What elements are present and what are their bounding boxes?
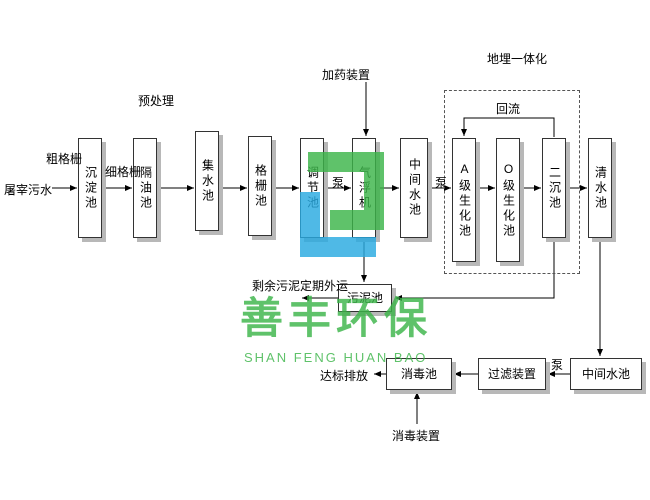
tank-oil-separation: 隔油池 — [133, 138, 157, 238]
label-pump-2: 泵 — [435, 176, 448, 190]
tank-o-biochemical: O级生化池 — [496, 138, 520, 262]
tank-intermediate-2: 中间水池 — [570, 358, 642, 390]
label-disinfection-device: 消毒装置 — [392, 429, 441, 443]
arrow-reflux — [461, 117, 555, 137]
tank-disinfection: 消毒池 — [386, 358, 452, 390]
label-fine-screen: 细格栅 — [105, 165, 142, 179]
label-excess-sludge: 剩余污泥定期外运 — [252, 279, 349, 293]
tank-sedimentation: 沉淀池 — [78, 138, 102, 238]
tank-sludge: 污泥池 — [338, 284, 392, 312]
tank-a-biochemical: A级生化池 — [452, 138, 476, 262]
arrow-secondary-to-sludge — [395, 238, 555, 301]
label-discharge: 达标排放 — [320, 369, 369, 383]
tank-filter-device: 过滤装置 — [478, 358, 546, 390]
tank-collecting: 集水池 — [195, 131, 219, 231]
label-pretreatment: 预处理 — [138, 94, 175, 108]
buried-integration-boundary — [444, 90, 580, 274]
tank-regulating: 调节池 — [300, 138, 324, 238]
tank-secondary-sed: 二沉池 — [542, 138, 566, 238]
label-dosing-device: 加药装置 — [322, 68, 371, 82]
tank-clean-water: 清水池 — [588, 138, 612, 238]
label-pump-3: 泵 — [551, 358, 564, 372]
label-pump-1: 泵 — [332, 176, 345, 190]
label-reflux: 回流 — [496, 102, 521, 116]
tank-screen: 格栅池 — [248, 136, 272, 236]
label-coarse-screen: 粗格栅 — [46, 152, 83, 166]
tank-intermediate-1: 中间水池 — [400, 138, 428, 238]
tank-air-flotation: 气浮机 — [352, 138, 376, 238]
label-influent: 屠宰污水 — [4, 183, 53, 197]
label-buried-integration: 地埋一体化 — [487, 52, 548, 66]
